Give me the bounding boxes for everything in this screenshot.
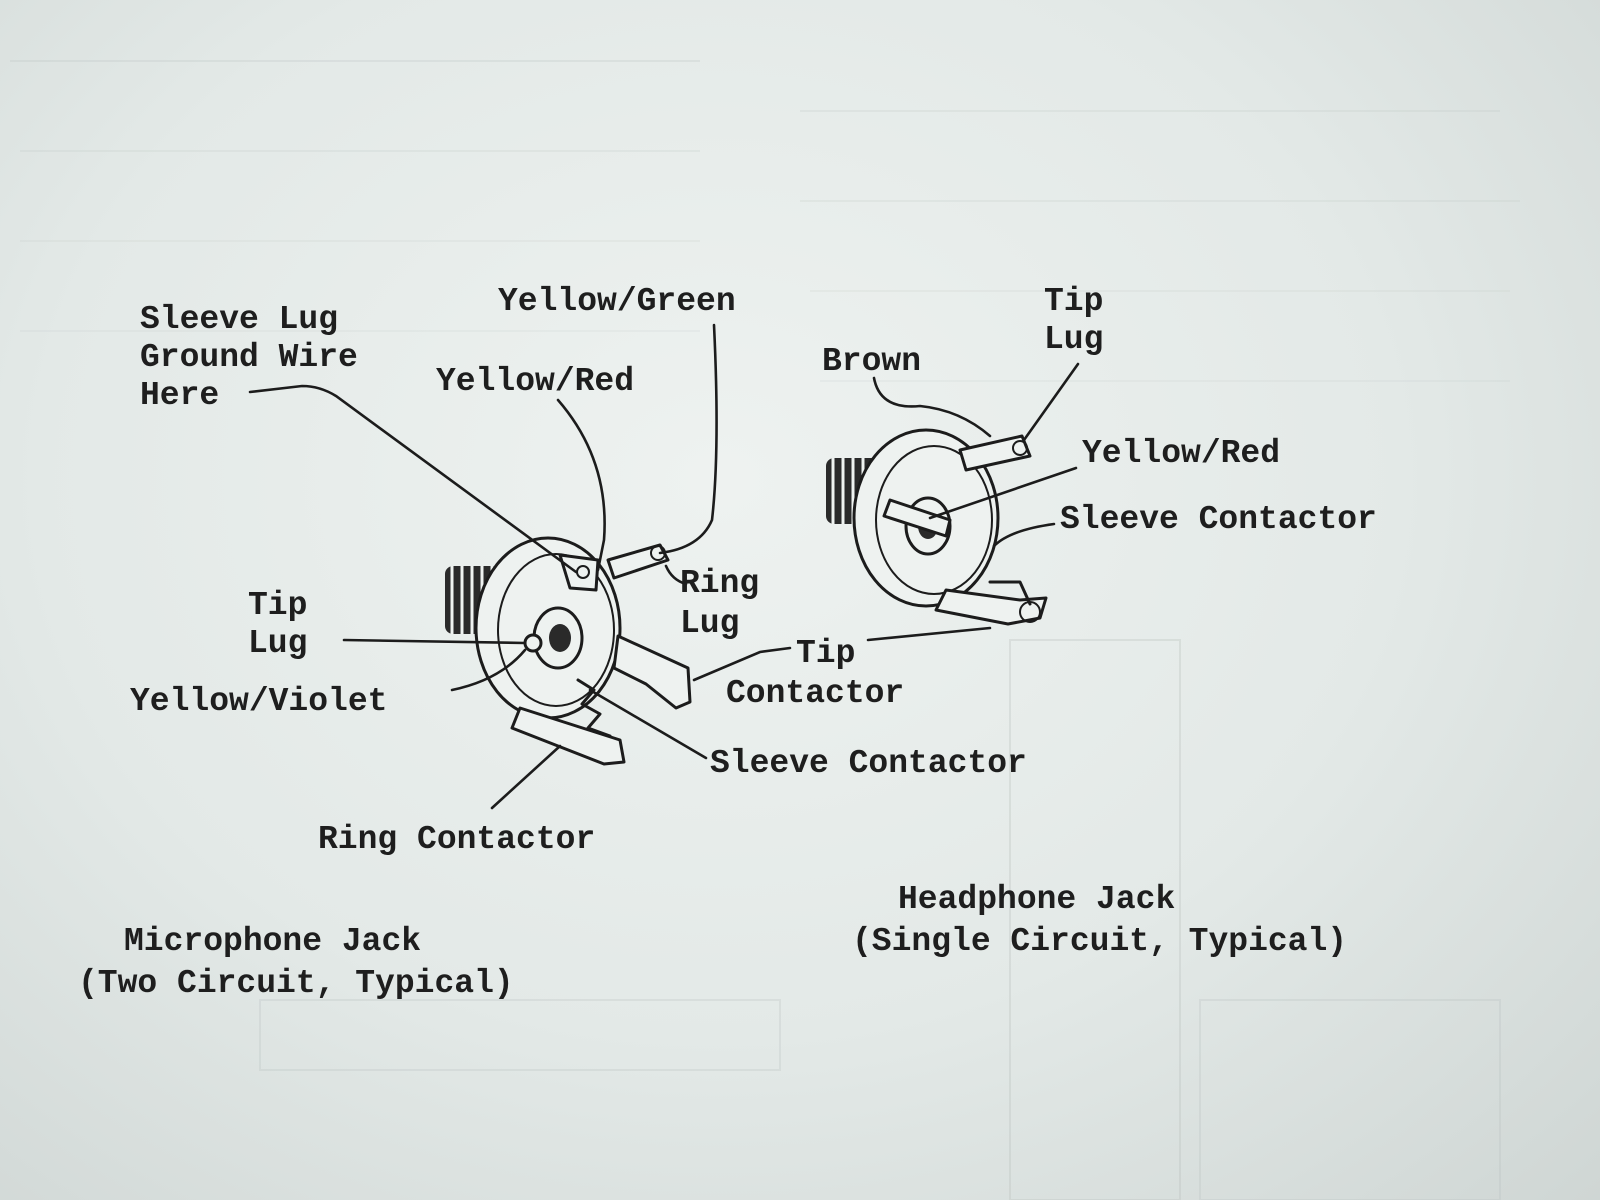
wire-yellow-green xyxy=(658,323,718,555)
label-yellow-green: Yellow/Green xyxy=(498,283,736,320)
label-yellow-red-hp: Yellow/Red xyxy=(1082,435,1280,472)
leader-ring-lug xyxy=(664,564,688,586)
label-sleeve-contactor-hp: Sleeve Contactor xyxy=(1060,501,1377,538)
label-sleeve-lug-1: Sleeve Lug xyxy=(140,301,338,338)
microphone-labels: Sleeve Lug Ground Wire Here Yellow/Green… xyxy=(130,283,1027,858)
label-sleeve-lug-2: Ground Wire xyxy=(140,339,358,376)
hp-sleeve-contactor xyxy=(934,588,1048,626)
leader-sleeve-lug xyxy=(248,384,578,574)
headphone-jack-drawing xyxy=(826,428,1048,626)
leader-sleeve-contactor-mic xyxy=(588,688,708,760)
hp-sleeve-lug xyxy=(882,498,952,538)
label-ring-contactor: Ring Contactor xyxy=(318,821,595,858)
leader-sleeve-contactor-hp xyxy=(992,522,1056,548)
wire-yellow-violet xyxy=(450,648,527,692)
label-sleeve-lug-3: Here xyxy=(140,377,219,414)
mic-tip-lug xyxy=(523,633,543,653)
label-tip-lug-mic-2: Lug xyxy=(248,625,307,662)
wire-yellow-red-hp xyxy=(928,466,1078,520)
mic-ring-lug xyxy=(606,543,670,580)
caption-headphone-title: Headphone Jack xyxy=(898,881,1175,918)
leader-tip-lug-mic xyxy=(342,638,527,645)
label-yellow-red-mic: Yellow/Red xyxy=(436,363,634,400)
captions: Microphone Jack (Two Circuit, Typical) H… xyxy=(78,881,1347,1002)
leader-ring-contactor xyxy=(490,744,562,810)
label-tip-lug-hp-1: Tip xyxy=(1044,283,1103,320)
label-sleeve-contactor-mic: Sleeve Contactor xyxy=(710,745,1027,782)
wire-brown xyxy=(872,376,992,438)
leader-tip-lug-hp xyxy=(1022,362,1080,442)
label-tip-contactor-1: Tip xyxy=(796,635,855,672)
leader-tip-contactor-hp xyxy=(866,626,992,642)
label-tip-lug-hp-2: Lug xyxy=(1044,321,1103,358)
label-brown: Brown xyxy=(822,343,921,380)
label-ring-lug-2: Lug xyxy=(680,605,739,642)
mic-sleeve-contactor xyxy=(576,678,612,738)
leader-tip-contactor-mic xyxy=(692,646,792,682)
hp-tip-lug xyxy=(958,434,1032,472)
label-tip-lug-mic-1: Tip xyxy=(248,587,307,624)
bleed-through-text xyxy=(10,60,1520,1200)
label-tip-contactor-2: Contactor xyxy=(726,675,904,712)
leader-lines xyxy=(248,323,1080,810)
caption-microphone-title: Microphone Jack xyxy=(124,923,421,960)
caption-microphone-subtitle: (Two Circuit, Typical) xyxy=(78,965,514,1002)
mic-tip-contactor xyxy=(612,634,692,710)
label-yellow-violet: Yellow/Violet xyxy=(130,683,387,720)
headphone-labels: Tip Lug Brown Yellow/Red Sleeve Contacto… xyxy=(822,283,1377,538)
label-ring-lug-1: Ring xyxy=(680,565,759,602)
caption-headphone-subtitle: (Single Circuit, Typical) xyxy=(852,923,1347,960)
mic-sleeve-lug xyxy=(558,553,600,592)
wire-yellow-red-mic xyxy=(556,398,606,572)
microphone-jack-drawing xyxy=(445,536,692,766)
